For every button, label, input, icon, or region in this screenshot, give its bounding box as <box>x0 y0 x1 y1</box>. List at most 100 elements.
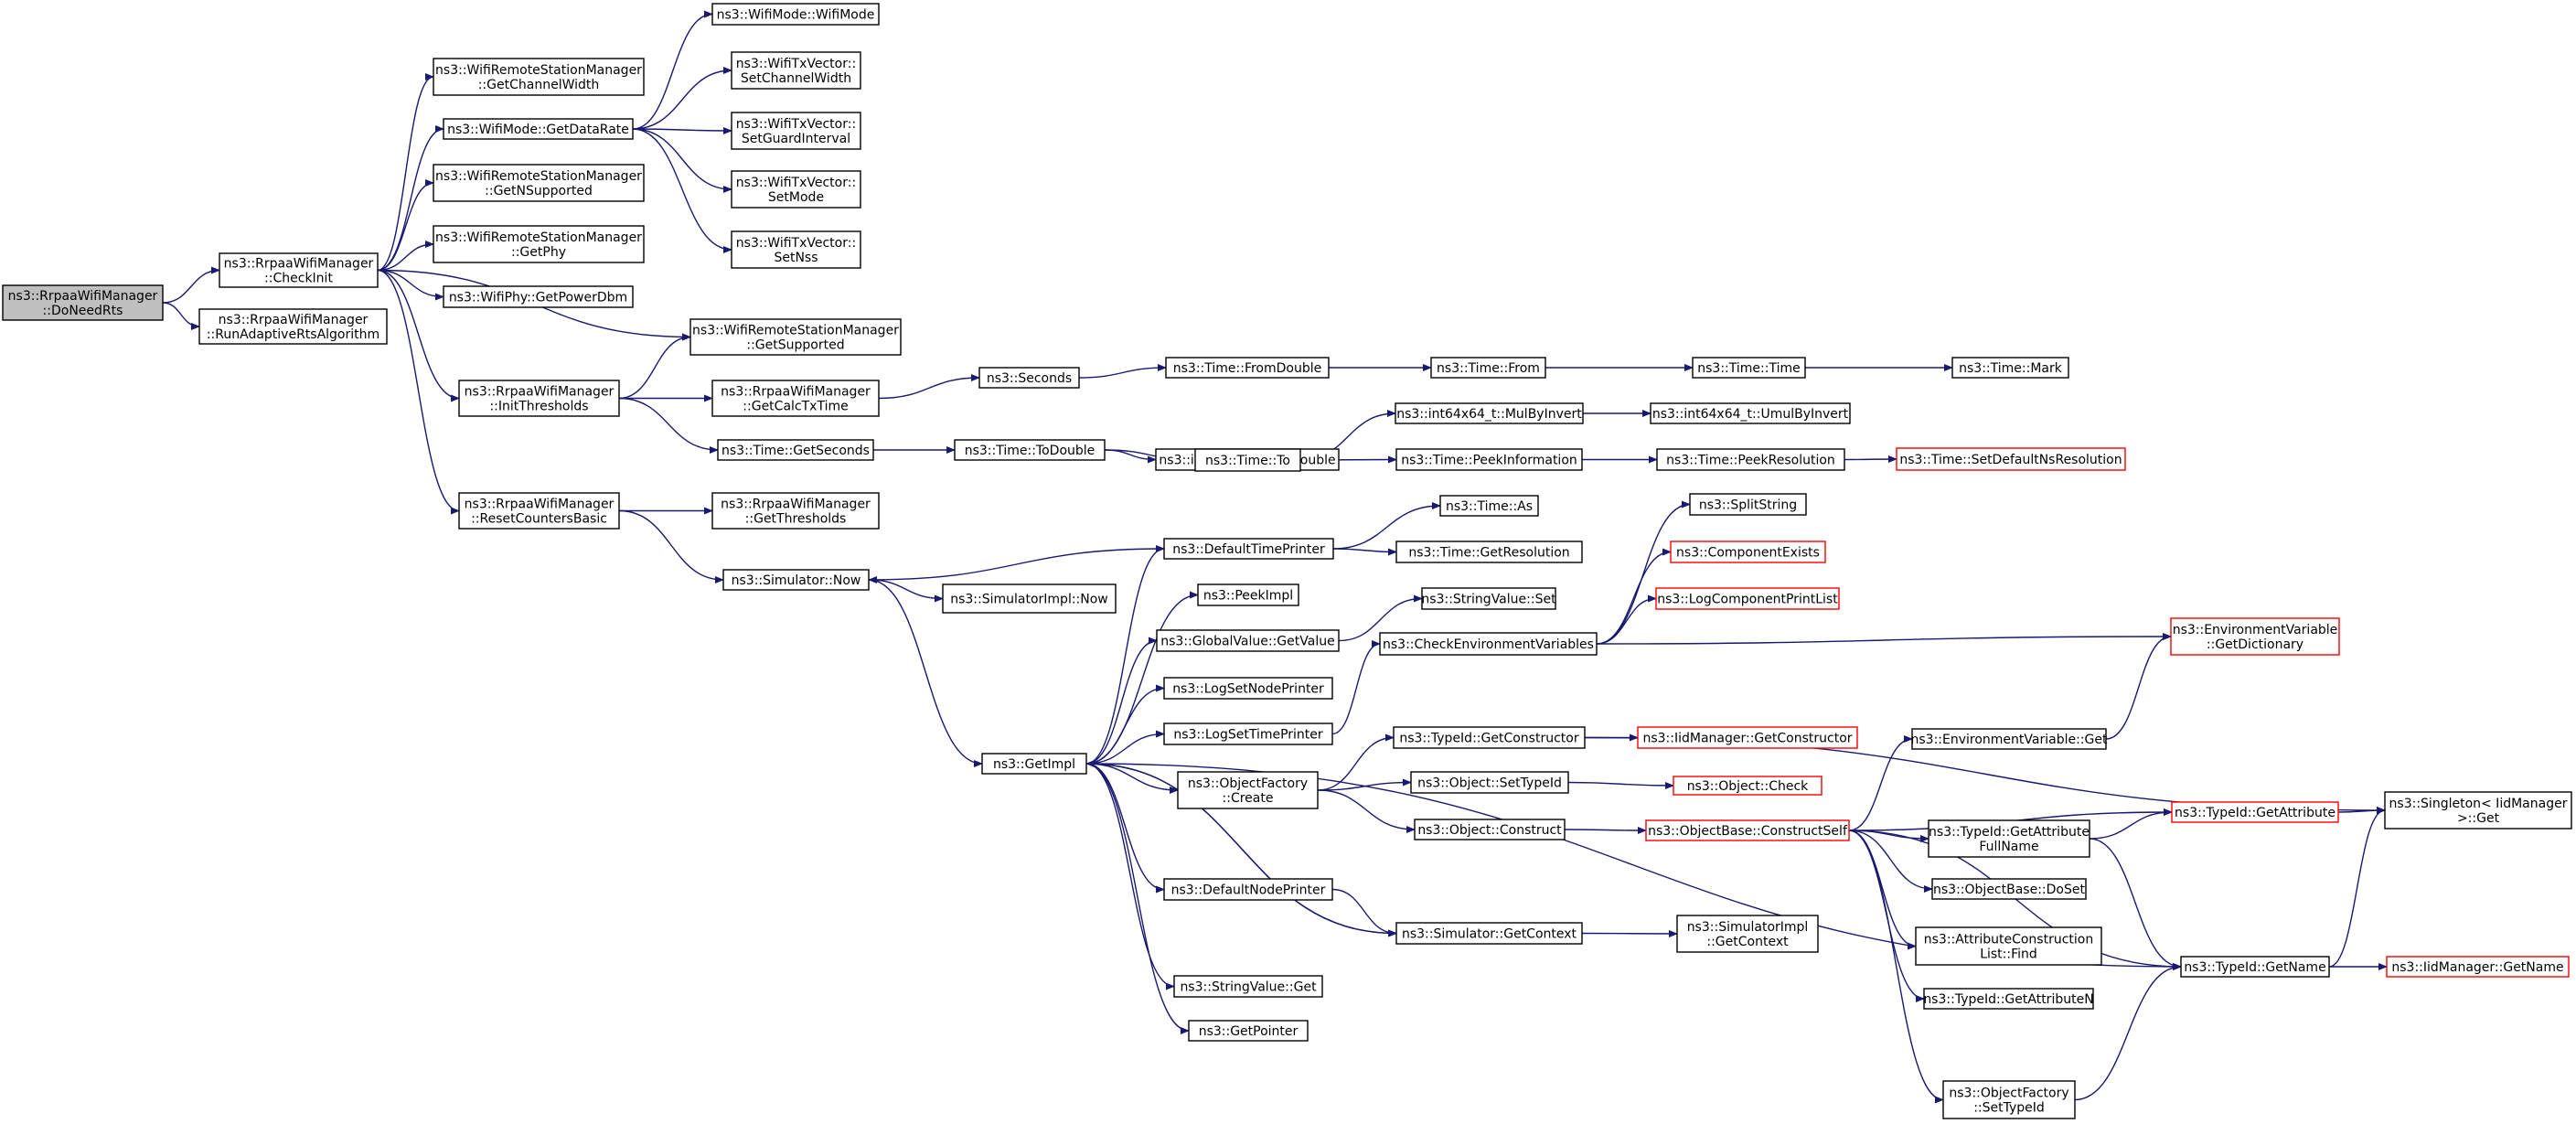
function-node[interactable]: ns3::ComponentExists <box>1670 541 1826 563</box>
function-node[interactable]: ns3::CheckEnvironmentVariables <box>1379 632 1598 656</box>
function-node[interactable]: ns3::Time::Time <box>1692 357 1806 379</box>
node-label: ::GetDictionary <box>2207 637 2303 652</box>
node-box <box>1430 357 1546 379</box>
function-node[interactable]: ns3::GlobalValue::GetValue <box>1156 629 1340 652</box>
function-node[interactable]: ns3::Object::Check <box>1673 776 1822 796</box>
function-node[interactable]: ns3::Time::PeekResolution <box>1656 448 1845 471</box>
function-node[interactable]: ns3::RrpaaWifiManager::ResetCountersBasi… <box>458 492 620 530</box>
function-node[interactable]: ns3::Time::ToDouble <box>954 439 1106 461</box>
function-node[interactable]: ns3::RrpaaWifiManager::InitThresholds <box>458 380 620 417</box>
function-node[interactable]: ns3::Time::GetSeconds <box>717 439 874 461</box>
function-node[interactable]: ns3::StringValue::Get <box>1173 975 1323 998</box>
function-node[interactable]: ns3::IidManager::GetName <box>2386 956 2570 978</box>
function-node[interactable]: ns3::Time::GetResolution <box>1395 541 1583 563</box>
function-node[interactable]: ns3::WifiPhy::GetPowerDbm <box>443 285 634 308</box>
function-node[interactable]: ns3::GetPointer <box>1188 1020 1309 1042</box>
function-node[interactable]: ns3::Time::To <box>1194 448 1301 472</box>
function-node[interactable]: ns3::Time::PeekInformation <box>1395 448 1583 471</box>
node-label: ::GetThresholds <box>745 512 847 527</box>
function-node[interactable]: ns3::WifiTxVector::SetGuardInterval <box>731 112 861 150</box>
function-node[interactable]: ns3::WifiTxVector::SetNss <box>731 230 861 269</box>
function-node[interactable]: ns3::RrpaaWifiManager::RunAdaptiveRtsAlg… <box>198 308 388 345</box>
function-node[interactable]: ns3::Singleton< IidManager>::Get <box>2384 791 2572 830</box>
function-node[interactable]: ns3::EnvironmentVariable::Get <box>1911 728 2108 750</box>
function-node[interactable]: ns3::RrpaaWifiManager::CheckInit <box>219 252 379 288</box>
function-node[interactable]: ns3::WifiRemoteStationManager::GetNSuppo… <box>433 164 645 202</box>
function-node[interactable]: ns3::RrpaaWifiManager::DoNeedRts <box>2 284 164 321</box>
function-node[interactable]: ns3::IidManager::GetConstructor <box>1637 726 1858 749</box>
node-box <box>2 284 164 321</box>
function-node[interactable]: ns3::TypeId::GetConstructor <box>1393 726 1586 749</box>
node-label: ns3::Time::Mark <box>1959 361 2063 376</box>
function-node[interactable]: ns3::WifiMode::GetDataRate <box>443 118 634 140</box>
node-box <box>1197 583 1299 606</box>
node-label: ns3::RrpaaWifiManager <box>8 289 158 304</box>
node-label: ns3::WifiMode::GetDataRate <box>447 123 629 137</box>
node-label: ns3::RrpaaWifiManager <box>224 257 374 272</box>
node-label: ns3::Time::ToDouble <box>965 444 1096 458</box>
function-node[interactable]: ns3::SplitString <box>1689 493 1807 516</box>
function-node[interactable]: ns3::TypeId::GetName <box>2180 956 2330 978</box>
node-label: ::GetCalcTxTime <box>743 400 848 414</box>
function-node[interactable]: ns3::WifiRemoteStationManager::GetSuppor… <box>689 318 902 356</box>
node-box <box>1163 723 1333 745</box>
function-node[interactable]: ns3::LogSetNodePrinter <box>1163 677 1333 700</box>
function-node[interactable]: ns3::Time::SetDefaultNsResolution <box>1896 447 2126 471</box>
node-label: ::GetContext <box>1706 935 1789 949</box>
function-node[interactable]: ns3::RrpaaWifiManager::GetCalcTxTime <box>711 380 880 417</box>
function-node[interactable]: ns3::Seconds <box>978 367 1080 389</box>
function-node[interactable]: ns3::Simulator::GetContext <box>1395 922 1583 945</box>
function-node[interactable]: ns3::Time::FromDouble <box>1165 357 1330 379</box>
function-node[interactable]: ns3::WifiTxVector::SetChannelWidth <box>731 51 861 90</box>
function-node[interactable]: ns3::Simulator::Now <box>722 569 870 591</box>
function-node[interactable]: ns3::SimulatorImpl::Now <box>942 583 1117 614</box>
function-node[interactable]: ns3::DefaultNodePrinter <box>1163 878 1333 901</box>
function-node[interactable]: ns3::LogSetTimePrinter <box>1163 723 1333 745</box>
function-node[interactable]: ns3::RrpaaWifiManager::GetThresholds <box>711 492 880 530</box>
node-label: ns3::EnvironmentVariable::Get <box>1911 733 2108 747</box>
function-node[interactable]: ns3::Time::Mark <box>1951 357 2069 379</box>
node-box <box>443 285 634 308</box>
function-node[interactable]: ns3::Time::From <box>1430 357 1546 379</box>
function-node[interactable]: ns3::LogComponentPrintList <box>1655 587 1840 610</box>
node-label: ns3::WifiMode::WifiMode <box>717 8 875 23</box>
function-node[interactable]: ns3::WifiMode::WifiMode <box>711 3 880 26</box>
node-label: ns3::SimulatorImpl <box>1687 920 1809 935</box>
function-node[interactable]: ns3::PeekImpl <box>1197 583 1299 606</box>
node-label: ns3::WifiRemoteStationManager <box>435 169 642 184</box>
node-box <box>711 492 880 530</box>
function-node[interactable]: ns3::ObjectFactory::SetTypeId <box>1942 1080 2076 1119</box>
node-box <box>458 492 620 530</box>
call-edge <box>1844 455 1897 464</box>
function-node[interactable]: ns3::int64x64_t::MulByInvert <box>1395 402 1584 424</box>
function-node[interactable]: ns3::ObjectBase::DoSet <box>1931 878 2087 900</box>
function-node[interactable]: ns3::ObjectBase::ConstructSelf <box>1645 819 1850 841</box>
node-box <box>689 318 902 356</box>
call-edge <box>1581 929 1678 937</box>
function-node[interactable]: ns3::Object::SetTypeId <box>1410 771 1569 794</box>
function-node[interactable]: ns3::Object::Construct <box>1414 819 1566 840</box>
node-box <box>1911 728 2107 750</box>
function-node[interactable]: ns3::ObjectFactory::Create <box>1177 771 1319 809</box>
function-node[interactable]: ns3::WifiTxVector::SetMode <box>731 170 861 209</box>
node-label: SetGuardInterval <box>742 132 850 146</box>
function-node[interactable]: ns3::DefaultTimePrinter <box>1163 538 1334 560</box>
call-edge <box>1317 733 1395 791</box>
function-node[interactable]: ns3::EnvironmentVariable::GetDictionary <box>2170 617 2340 656</box>
node-box <box>1692 357 1806 379</box>
function-node[interactable]: ns3::int64x64_t::UmulByInvert <box>1650 402 1851 424</box>
function-node[interactable]: ns3::Time::As <box>1439 495 1539 517</box>
function-node[interactable]: ns3::StringValue::Set <box>1421 587 1556 610</box>
function-node[interactable]: ns3::WifiRemoteStationManager::GetPhy <box>433 225 645 263</box>
function-node[interactable]: ns3::TypeId::GetAttribute <box>2171 801 2339 823</box>
call-edge <box>1085 763 1175 990</box>
function-node[interactable]: ns3::GetImpl <box>981 753 1087 775</box>
function-node[interactable]: ns3::SimulatorImpl::GetContext <box>1676 915 1819 953</box>
function-node[interactable]: ns3::WifiRemoteStationManager::GetChanne… <box>433 58 645 96</box>
node-box <box>1395 541 1583 563</box>
function-node[interactable]: ns3::TypeId::GetAttributeN <box>1923 988 2094 1010</box>
call-edge <box>1596 500 1691 645</box>
node-label: ns3::Time::FromDouble <box>1173 361 1322 376</box>
